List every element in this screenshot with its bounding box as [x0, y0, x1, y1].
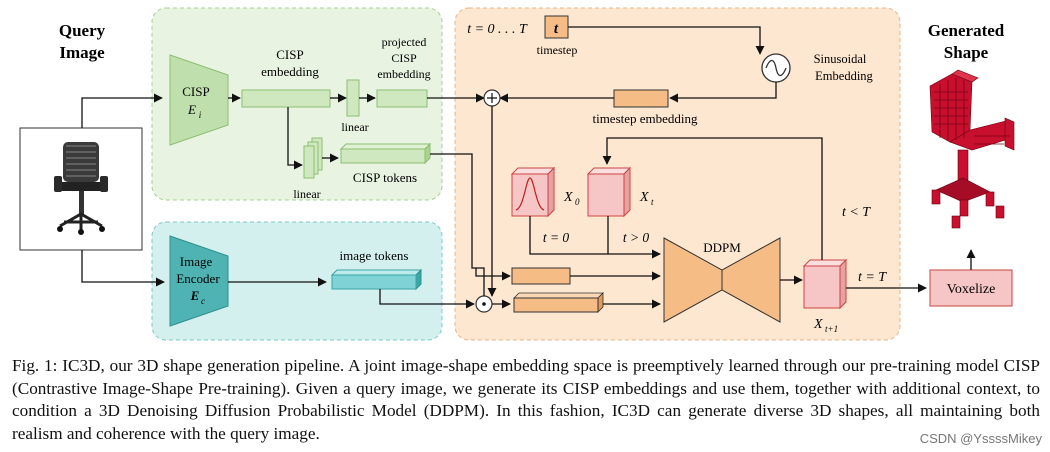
- svg-text:CISP: CISP: [391, 51, 417, 65]
- linear-layer-bottom: [303, 145, 315, 179]
- svg-text:t = T: t = T: [858, 270, 887, 285]
- svg-text:X: X: [563, 190, 573, 205]
- svg-text:DDPM: DDPM: [703, 240, 741, 255]
- svg-text:Embedding: Embedding: [815, 69, 873, 83]
- svg-text:t = 0: t = 0: [543, 230, 570, 245]
- query-image-label: Query: [59, 21, 106, 40]
- cisp-tokens: [340, 148, 426, 164]
- condition-bar-bottom: [513, 297, 599, 313]
- svg-text:t > 0: t > 0: [623, 230, 650, 245]
- svg-text:Encoder: Encoder: [176, 271, 220, 286]
- svg-text:t < T: t < T: [842, 205, 871, 220]
- svg-text:Voxelize: Voxelize: [947, 282, 996, 297]
- pipeline-diagram: Query Image CISP E i CISP embedding line…: [19, 7, 1015, 341]
- voxel-chair: [929, 69, 1015, 229]
- svg-text:t+1: t+1: [825, 324, 838, 334]
- timestep-embedding: [613, 89, 669, 108]
- svg-text:CISP: CISP: [276, 47, 303, 62]
- t-range-label: t = 0 . . . T: [467, 22, 528, 37]
- svg-text:Sinusoidal: Sinusoidal: [814, 52, 867, 66]
- cisp-encoder: [169, 54, 229, 146]
- query-image-label-2: Image: [59, 43, 105, 62]
- svg-text:timestep: timestep: [537, 43, 578, 57]
- xt-cube: [586, 166, 632, 218]
- chair-image: [54, 142, 108, 235]
- svg-text:c: c: [201, 296, 205, 306]
- xt1-cube: [802, 258, 848, 310]
- svg-text:image tokens: image tokens: [340, 248, 409, 263]
- svg-text:linear: linear: [341, 120, 368, 134]
- linear-layer-top: [346, 79, 360, 117]
- projected-cisp-embedding: [376, 89, 428, 108]
- svg-text:Generated: Generated: [928, 21, 1005, 40]
- cisp-embedding: [241, 89, 331, 108]
- svg-text:X: X: [813, 317, 823, 332]
- svg-text:i: i: [199, 110, 202, 120]
- svg-text:E: E: [187, 102, 196, 117]
- svg-text:Shape: Shape: [944, 43, 989, 62]
- figure-caption: Fig. 1: IC3D, our 3D shape generation pi…: [12, 356, 1040, 443]
- watermark: CSDN @YssssMikey: [919, 431, 1042, 446]
- svg-text:linear: linear: [293, 187, 320, 201]
- svg-text:CISP: CISP: [182, 84, 209, 99]
- svg-text:E: E: [190, 288, 200, 303]
- condition-bar-top: [511, 267, 571, 285]
- image-tokens: [331, 274, 417, 290]
- x0-cube: [510, 166, 556, 218]
- svg-text:Image: Image: [180, 254, 213, 269]
- svg-text:X: X: [639, 190, 649, 205]
- image-encoder: [169, 235, 229, 327]
- svg-text:embedding: embedding: [377, 67, 430, 81]
- svg-text:projected: projected: [382, 35, 427, 49]
- diffusion-panel: [454, 7, 901, 341]
- svg-text:t: t: [651, 197, 654, 207]
- svg-text:0: 0: [575, 197, 580, 207]
- svg-text:CISP tokens: CISP tokens: [353, 170, 417, 185]
- svg-text:embedding: embedding: [261, 64, 319, 79]
- svg-text:timestep embedding: timestep embedding: [592, 111, 698, 126]
- image-encoder-panel: [151, 221, 443, 341]
- svg-text:t: t: [554, 21, 559, 37]
